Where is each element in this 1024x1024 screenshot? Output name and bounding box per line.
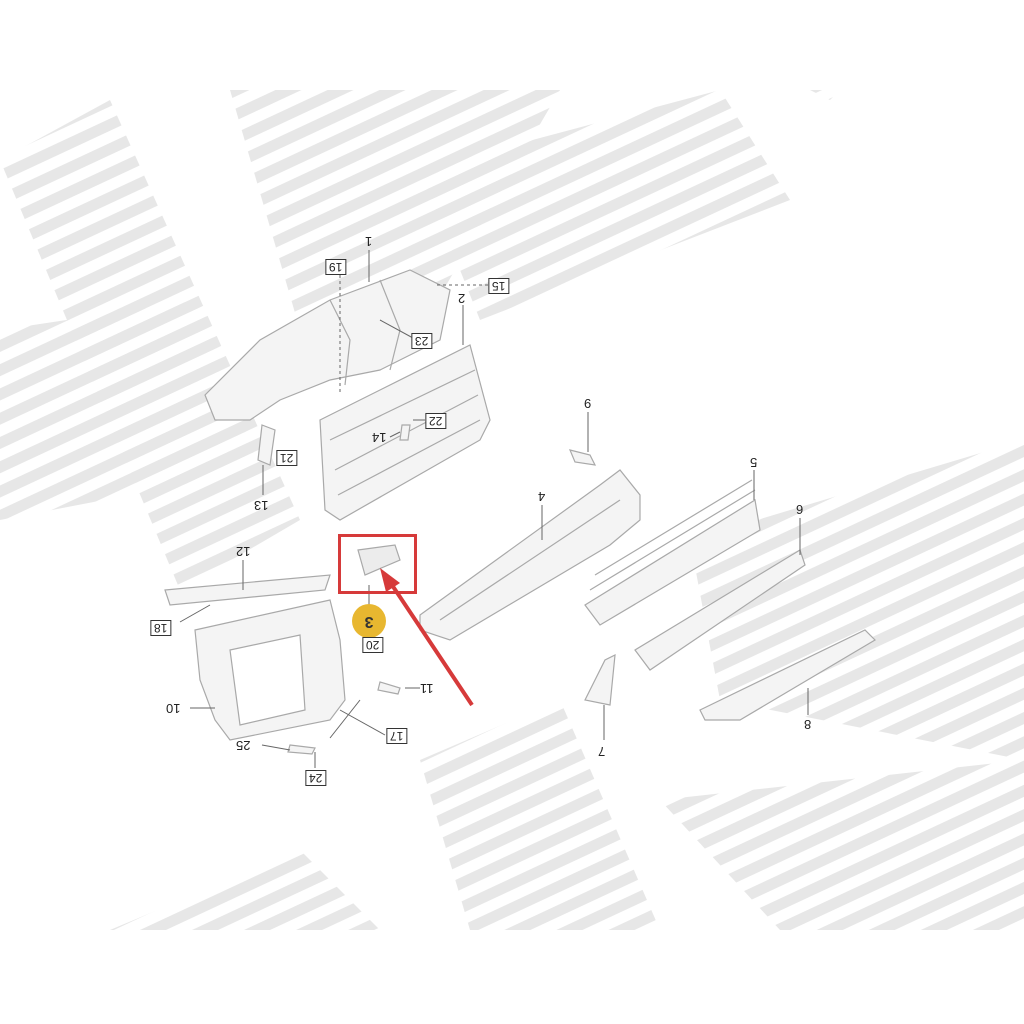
label-10: 10	[166, 701, 181, 716]
label-25: 25	[236, 738, 251, 753]
label-11: 11	[420, 681, 434, 696]
boxed-label-17: 17	[386, 728, 408, 744]
label-2: 2	[458, 291, 466, 306]
label-4: 4	[538, 489, 546, 504]
label-6: 6	[796, 502, 804, 517]
label-1: 1	[365, 234, 373, 249]
boxed-label-21: 21	[276, 450, 298, 466]
boxed-label-18: 18	[150, 620, 172, 636]
boxed-label-24: 24	[305, 770, 327, 786]
label-5: 5	[750, 455, 758, 470]
label-13: 13	[254, 498, 269, 513]
highlight-box	[338, 534, 417, 594]
label-8: 8	[804, 717, 812, 732]
label-14: 14	[372, 430, 387, 445]
boxed-label-15: 15	[488, 278, 510, 294]
callout-marker: 3	[352, 604, 386, 638]
boxed-label-19: 19	[325, 259, 347, 275]
boxed-label-23: 23	[411, 333, 433, 349]
boxed-label-22: 22	[425, 413, 447, 429]
label-9: 9	[584, 396, 592, 411]
boxed-label-20: 20	[362, 637, 384, 653]
label-7: 7	[598, 744, 606, 759]
label-12: 12	[236, 544, 251, 559]
